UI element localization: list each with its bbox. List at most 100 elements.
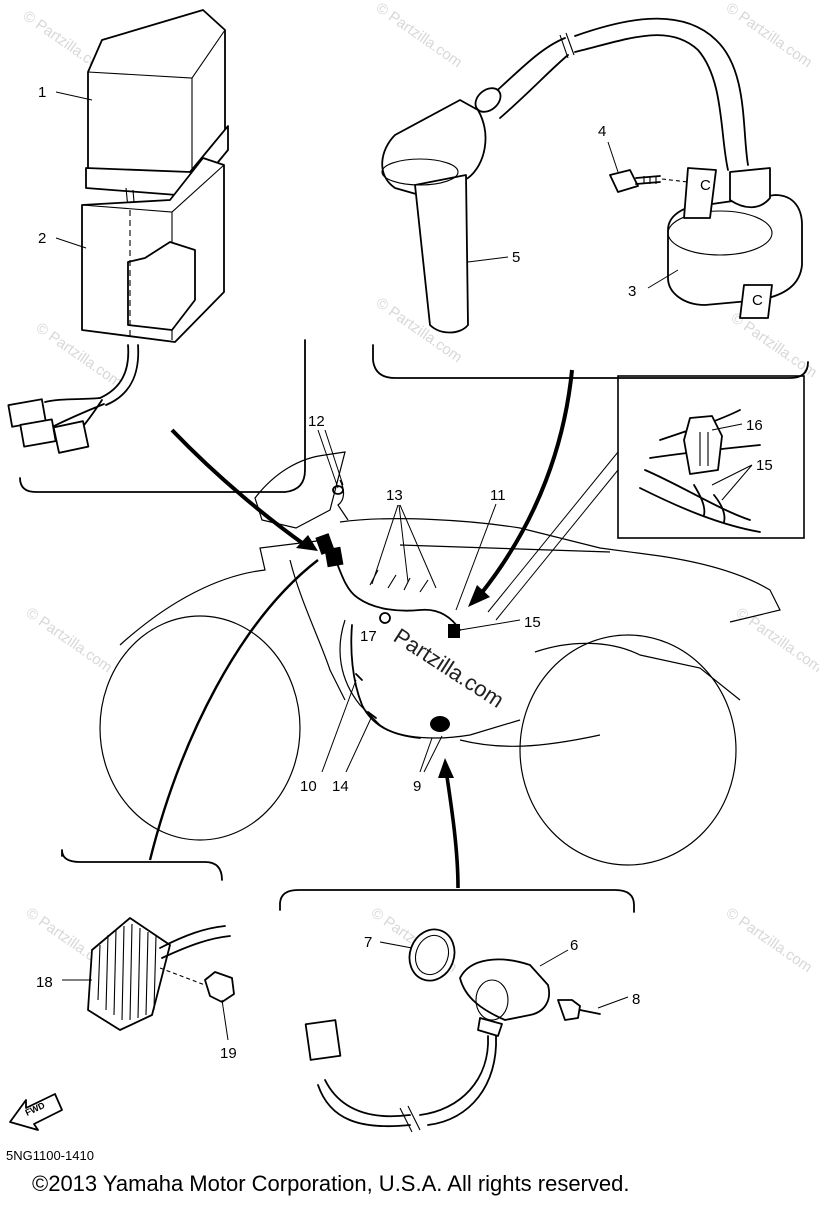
seat-line [399,544,611,553]
harness-branches [369,569,429,593]
callout-1: 1 [38,84,46,101]
regulator-cable [159,925,226,949]
callout-10: 10 [300,778,317,795]
sensor-bolt-shank [579,1009,601,1015]
leader-7 [379,941,413,949]
plug-cap-rib [381,158,459,186]
sensor-bolt [557,999,581,1021]
leader-14 [345,715,373,773]
bracket-bottom-left [61,849,223,881]
callout-6: 6 [570,937,578,954]
leader-3 [647,269,679,289]
cdi-unit-assembly [7,9,229,454]
ignition-coil-assembly: C C [381,17,803,334]
bracket-top-left [19,339,306,493]
fwd-arrow-shape [9,1093,63,1131]
leader-2 [55,237,87,249]
callout-leaders [55,91,753,1041]
callout-15: 15 [524,614,541,631]
fwd-arrow: FWD [9,1093,63,1131]
leader-10 [321,679,357,773]
coil-bracket-top [683,167,717,219]
callout-labels: 1 2 3 4 5 6 7 8 9 10 11 12 13 14 15 15 1… [36,84,773,1062]
copyright-text: ©2013 Yamaha Motor Corporation, U.S.A. A… [32,1171,629,1196]
clip-17 [379,612,391,624]
bracket-top-right [372,344,809,379]
sensor-face [475,979,509,1021]
arrow-head [438,758,454,778]
leader-1 [55,91,93,101]
bolt-thread [643,176,657,184]
pointer-arrows [148,369,619,889]
coil-mark: C [752,292,763,309]
rear-wheel [519,634,737,866]
grommet-9 [430,716,450,732]
cdi-mount-block [324,546,344,568]
callout-12: 12 [308,413,325,430]
ht-lead [574,34,729,171]
side-panel [534,642,741,701]
bands-10-14 [355,673,377,719]
watermark-tile: © Partzilla.com [23,604,116,676]
callout-11: 11 [490,487,506,504]
leader-4 [607,141,619,173]
sensor-clip [477,1017,503,1037]
callout-8: 8 [632,991,640,1008]
arrow-head [468,585,490,607]
cdi-lead [99,344,130,399]
leader-5 [467,256,509,263]
leader-15 [459,619,521,631]
sensor-cable [419,1035,497,1126]
plug-cap-shaft [414,174,469,334]
watermark-tile: © Partzilla.com [373,0,466,71]
regulator-bolt [204,971,235,1003]
arrow-sensor [444,769,460,889]
harness-main [329,544,461,631]
cable-break [399,1105,421,1133]
front-fender [119,539,326,646]
callout-2: 2 [38,230,46,247]
coil-tower [729,167,771,209]
leader-16 [711,423,743,431]
harness-lower [350,624,421,739]
regulator-guide [159,967,206,986]
cdi-case-window [127,241,196,331]
fork-line [289,559,346,701]
sensor-assembly [304,928,601,1133]
cdi-connector [52,420,90,454]
leader-15b [711,464,753,501]
part-code: 5NG1100-1410 [6,1148,94,1163]
bolt-guide [661,178,689,183]
inset-bands [693,484,726,523]
inset-connector [683,415,723,475]
regulator-body [87,917,171,1031]
leader-9 [419,735,443,773]
arrow-regulator [148,559,319,861]
sensor-connector [304,1019,342,1061]
sensor-body [459,958,550,1021]
arrow-cdi [170,428,307,547]
swingarm [459,734,601,747]
callout-13: 13 [386,487,403,504]
coil-mark: C [700,177,711,194]
coil-bracket-bottom [739,284,773,319]
callout-15-inset: 15 [756,457,773,474]
rectifier-regulator [87,917,235,1031]
cdi-lead [105,344,140,406]
callout-17: 17 [360,628,377,645]
bolt-head [609,169,639,193]
regulator-cable [161,935,231,959]
regulator-fins [97,923,157,1021]
front-wheel [99,615,301,841]
callout-3: 3 [628,283,636,300]
watermark-tile: © Partzilla.com [723,904,816,976]
wire-harness [315,485,461,739]
callout-16: 16 [746,417,763,434]
leader-19 [221,999,229,1041]
arrow-head [296,535,318,551]
tank-seat-line [339,518,781,623]
ht-lead-break [559,32,575,59]
motorcycle-outline [99,451,781,866]
ht-lead [574,17,749,166]
